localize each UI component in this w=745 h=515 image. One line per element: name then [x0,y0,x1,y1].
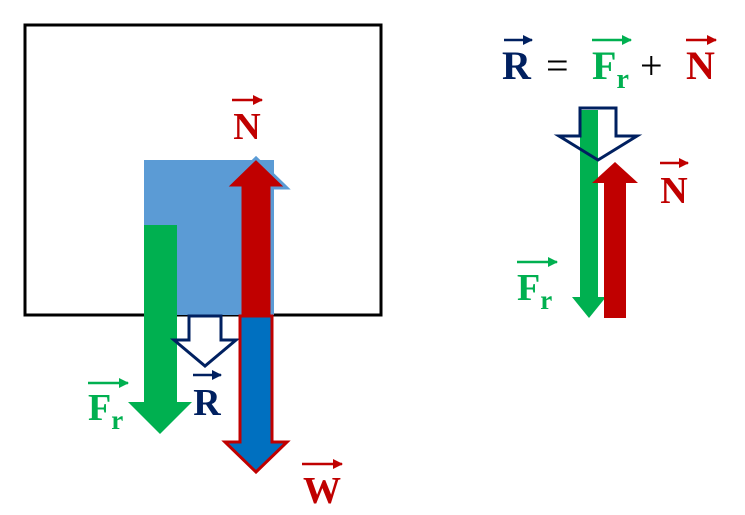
label-n: N [232,95,263,148]
vector-sum-equation: R = Fr + N [502,35,717,95]
resultant-arrow-right [553,106,643,162]
label-friction: Fr [88,378,129,435]
svg-text:W: W [303,470,341,512]
label-resultant: R [193,370,222,424]
svg-text:R: R [193,382,221,424]
equation-term2: N [686,43,715,88]
svg-text:N: N [233,106,260,148]
equation-lhs: R [502,43,532,88]
label-friction-right: Fr [517,257,558,315]
friction-arrow-right [572,110,606,318]
friction-arrow [128,225,192,434]
normal-force-arrow [221,155,291,318]
label-n-right: N [660,158,689,212]
label-weight: W [302,459,343,512]
svg-text:Fr: Fr [517,267,552,315]
resultant-arrow [169,314,241,368]
right-diagram: N Fr [517,106,689,318]
svg-text:Fr: Fr [88,387,123,435]
normal-force-arrow-right [592,162,638,318]
equation-term1: Fr [592,43,629,95]
svg-text:N: N [660,170,687,212]
left-diagram: N Fr R W [23,23,383,512]
weight-arrow [221,314,291,475]
equation-equals: = [546,43,569,88]
equation-plus: + [640,43,663,88]
